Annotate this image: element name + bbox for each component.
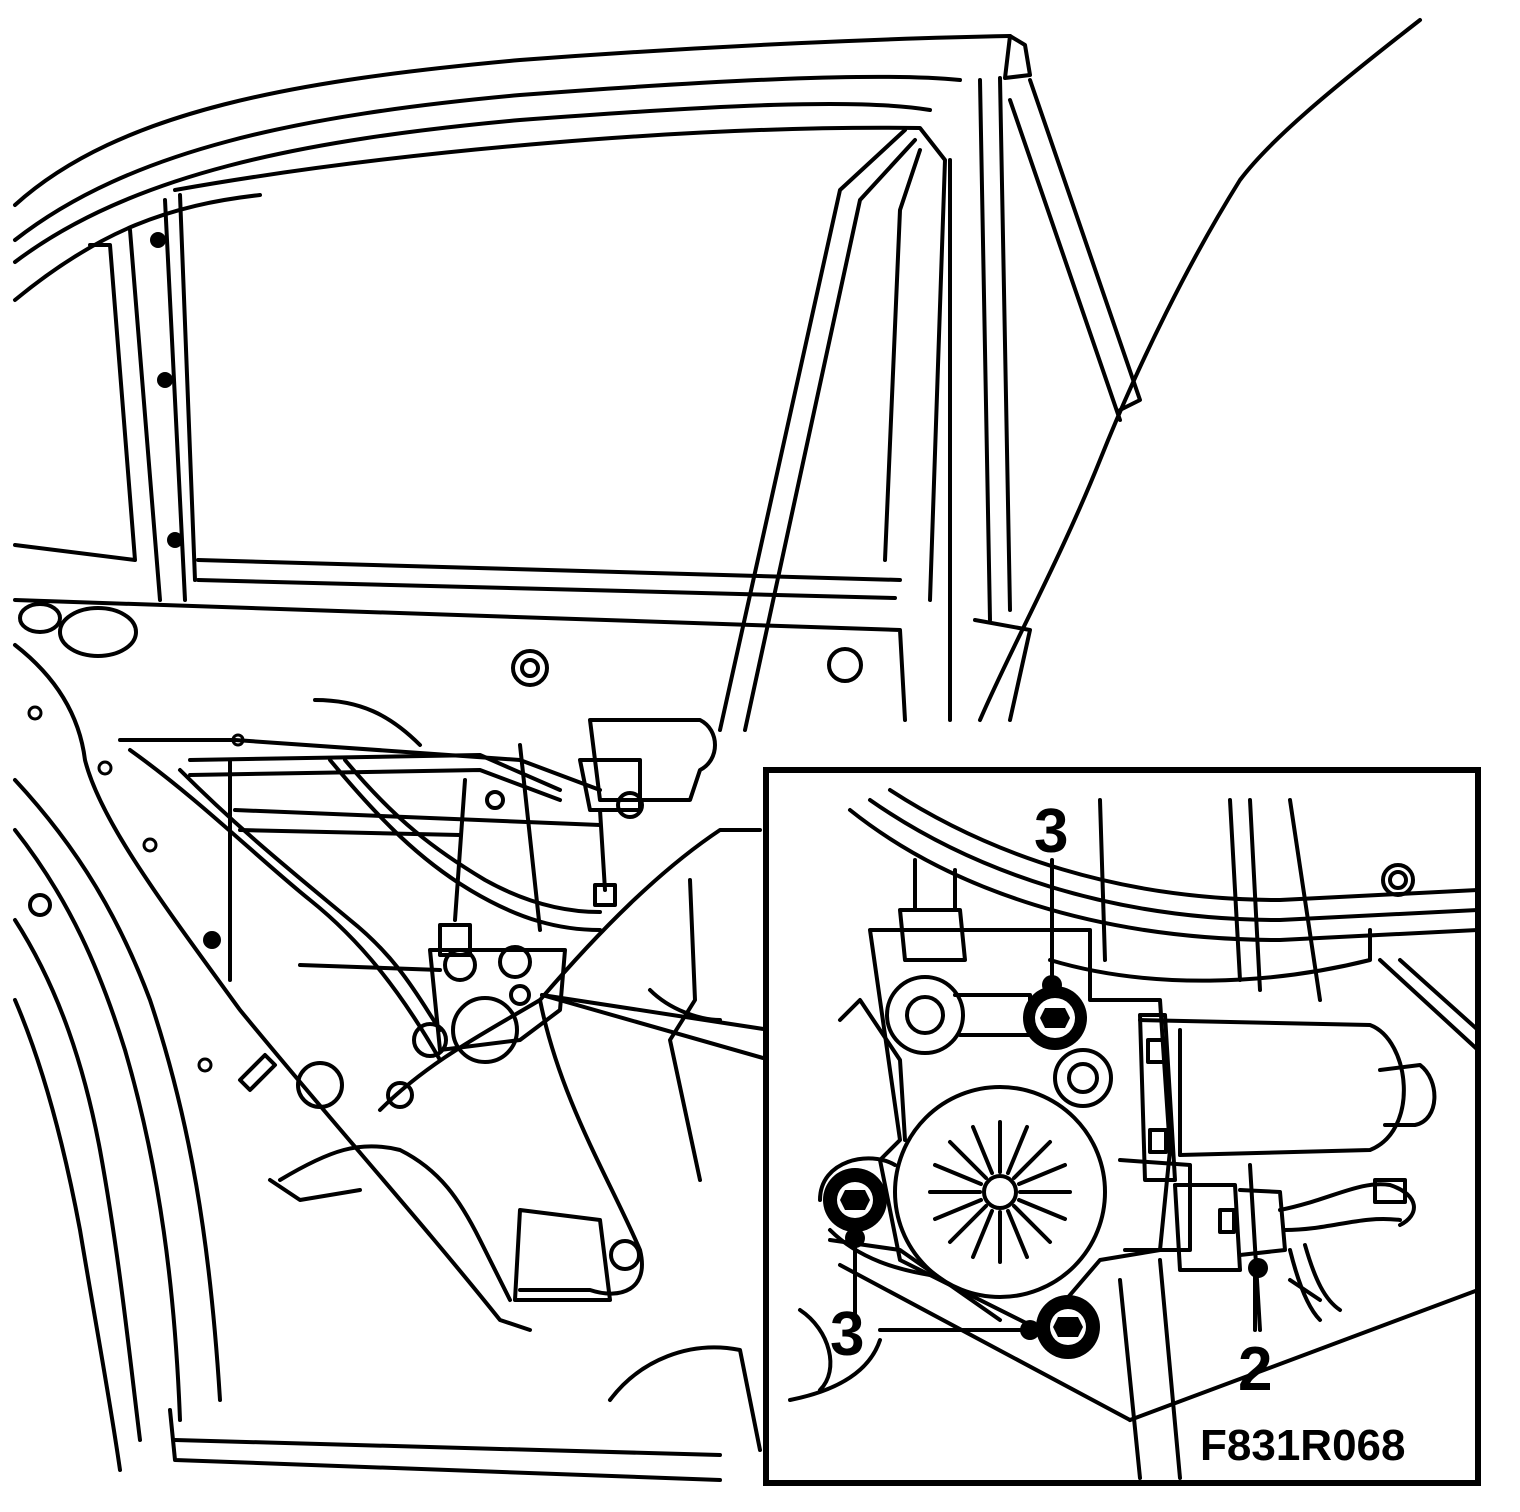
door-outline — [13, 18, 1422, 1482]
callout-screw-top: 3 — [1034, 797, 1068, 866]
detail-inset — [763, 767, 1481, 1486]
callout-screw-left: 3 — [830, 1300, 864, 1369]
callout-connector: 2 — [1238, 1335, 1272, 1404]
figure-id: F831R068 — [1200, 1421, 1405, 1470]
gear-spokes — [928, 1120, 1072, 1264]
